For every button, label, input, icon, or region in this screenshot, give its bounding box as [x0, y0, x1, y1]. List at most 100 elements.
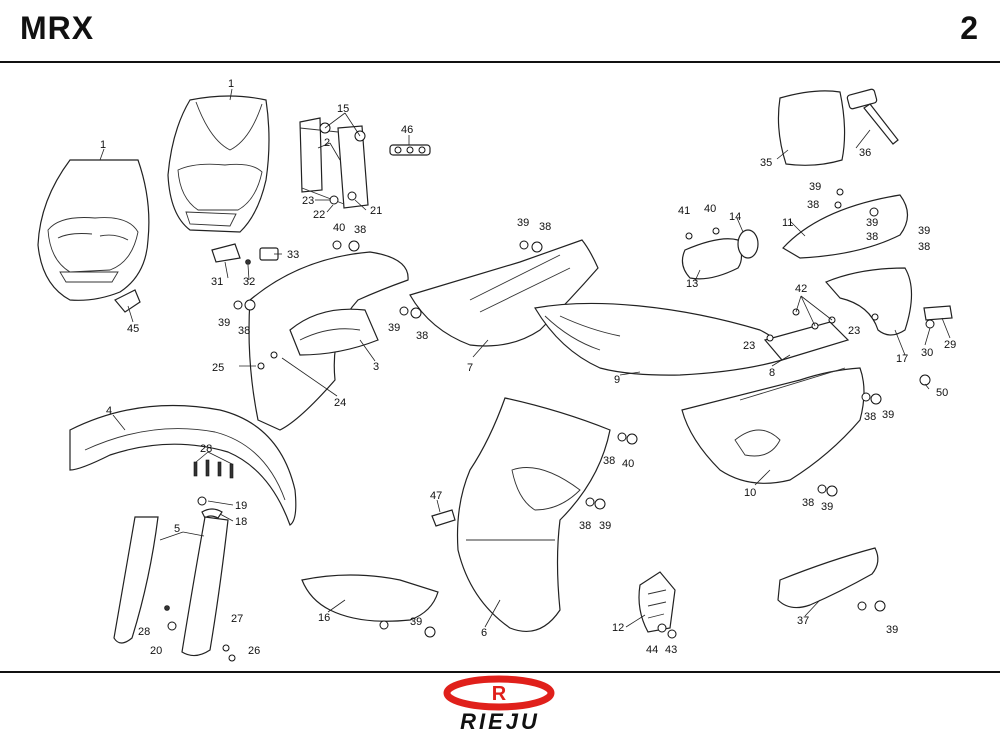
callout-39: 39 [866, 217, 878, 229]
callout-39: 39 [517, 217, 529, 229]
page-header: MRX 2 [0, 0, 1000, 62]
callout-2: 2 [324, 137, 330, 149]
callout-32: 32 [243, 276, 255, 288]
callout-36: 36 [859, 147, 871, 159]
callout-13: 13 [686, 278, 698, 290]
callout-39: 39 [821, 501, 833, 513]
callout-19: 19 [235, 500, 247, 512]
callout-12: 12 [612, 622, 624, 634]
mudguard-screws [193, 459, 234, 519]
callout-43: 43 [665, 644, 677, 656]
leader-lines [99, 88, 951, 628]
callout-47: 47 [430, 490, 442, 502]
callout-26: 26 [248, 645, 260, 657]
grommet-50 [919, 374, 931, 386]
callout-20: 20 [150, 645, 162, 657]
callout-22: 22 [313, 209, 325, 221]
callout-15: 15 [337, 103, 349, 115]
callout-31: 31 [211, 276, 223, 288]
callout-38: 38 [866, 231, 878, 243]
callout-11: 11 [782, 217, 793, 229]
callout-44: 44 [646, 644, 658, 656]
callout-46: 46 [401, 124, 413, 136]
callout-29: 29 [944, 339, 956, 351]
clip-46 [389, 144, 431, 156]
front-mudguard [69, 404, 297, 526]
callout-40: 40 [622, 458, 634, 470]
callout-38: 38 [802, 497, 814, 509]
exploded-parts-diagram: 1 1 15 2 46 23 22 21 40 38 33 31 32 45 3… [37, 78, 956, 662]
callout-8: 8 [769, 367, 775, 379]
callout-6: 6 [481, 627, 487, 639]
chain-guard-37 [777, 547, 879, 609]
callout-39: 39 [218, 317, 230, 329]
sprocket-guard [638, 571, 676, 633]
callout-18: 18 [235, 516, 247, 528]
screw-32 [245, 259, 251, 265]
headlight-fairing-right [167, 95, 270, 233]
callout-35: 35 [760, 157, 772, 169]
rear-bracket-11 [782, 194, 909, 259]
callout-5: 5 [174, 523, 180, 535]
callout-4: 4 [106, 405, 112, 417]
header-rule [0, 61, 1000, 63]
callout-28: 28 [200, 443, 212, 455]
page-number: 2 [960, 10, 978, 46]
callout-38: 38 [579, 520, 591, 532]
callout-42: 42 [795, 283, 807, 295]
callout-33: 33 [287, 249, 299, 261]
callout-23: 23 [743, 340, 755, 352]
callout-1: 1 [228, 78, 234, 90]
callout-39: 39 [918, 225, 930, 237]
radiator-side-panel [456, 397, 611, 632]
callout-7: 7 [467, 362, 473, 374]
rieju-logo: R RIEJU [443, 675, 555, 734]
model-title: MRX [20, 10, 95, 46]
rear-plate-holder [824, 267, 953, 336]
bracket-8 [763, 321, 850, 361]
bracket-45 [114, 289, 141, 313]
hardware [233, 188, 886, 639]
callout-39: 39 [809, 181, 821, 193]
logo-r-glyph: R [492, 683, 507, 705]
callout-39: 39 [388, 322, 400, 334]
callout-16: 16 [318, 612, 330, 624]
footer-rule [0, 671, 1000, 673]
logo-ring [443, 675, 555, 711]
bracket-31 [211, 243, 241, 263]
airbox-and-seat [409, 239, 785, 376]
callout-41: 41 [678, 205, 690, 217]
callout-10: 10 [744, 487, 756, 499]
callout-38: 38 [603, 455, 615, 467]
callout-38: 38 [539, 221, 551, 233]
tool-36 [846, 88, 899, 145]
skid-plate-16 [301, 574, 439, 622]
callout-39: 39 [882, 409, 894, 421]
tool-bag [777, 90, 846, 166]
callout-38: 38 [354, 224, 366, 236]
callout-38: 38 [416, 330, 428, 342]
taillight [681, 229, 759, 280]
callout-17: 17 [896, 353, 908, 365]
callout-9: 9 [614, 374, 620, 386]
callout-39: 39 [410, 616, 422, 628]
callout-45: 45 [127, 323, 139, 335]
headlight-fairing-left [37, 159, 150, 301]
rear-mudguard [681, 367, 865, 484]
callout-37: 37 [797, 615, 809, 627]
callout-labels: 1 1 15 2 46 23 22 21 40 38 33 31 32 45 3… [100, 78, 956, 657]
clip-47 [431, 509, 456, 527]
callout-23: 23 [848, 325, 860, 337]
callout-25: 25 [212, 362, 224, 374]
callout-3: 3 [373, 361, 379, 373]
callout-27: 27 [231, 613, 243, 625]
callout-38: 38 [918, 241, 930, 253]
callout-30: 30 [921, 347, 933, 359]
callout-21: 21 [370, 205, 382, 217]
brand-wordmark: RIEJU [460, 709, 540, 734]
callout-40: 40 [704, 203, 716, 215]
callout-28: 28 [138, 626, 150, 638]
callout-14: 14 [729, 211, 741, 223]
front-side-panel [248, 251, 409, 431]
fork-guards [113, 516, 236, 662]
